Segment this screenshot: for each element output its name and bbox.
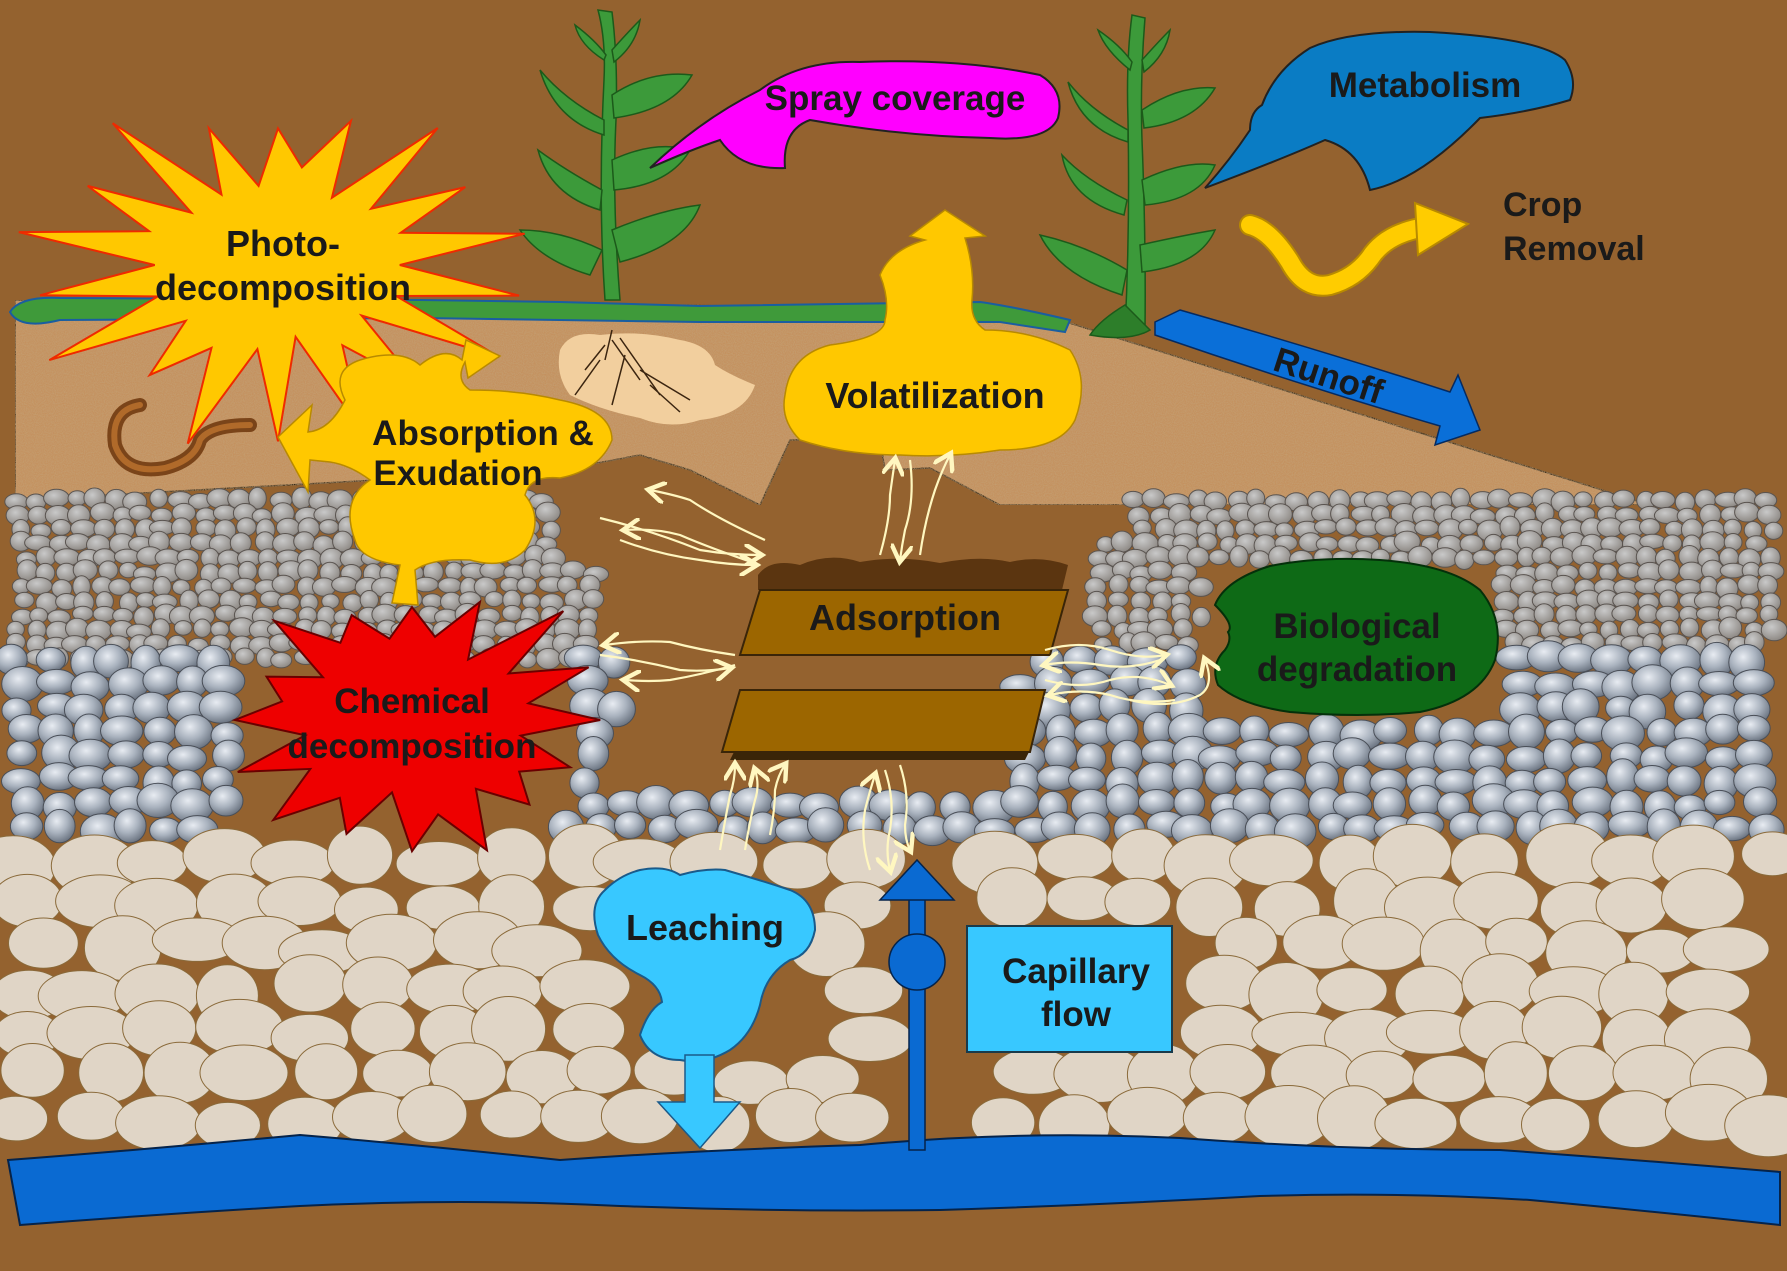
photo-decomposition-label-line1: Photo- — [226, 223, 340, 264]
leaching-label: Leaching — [626, 907, 784, 948]
biological-degradation-label-line1: Biological — [1273, 607, 1440, 646]
crop-removal-label-line1: Crop — [1503, 186, 1582, 224]
absorption-exudation-label-line1: Absorption & — [372, 414, 594, 453]
metabolism-label: Metabolism — [1329, 66, 1522, 105]
crop-removal-arrow — [1250, 203, 1468, 286]
volatilization-label: Volatilization — [825, 375, 1044, 416]
adsorption-slab-bottom — [722, 690, 1045, 760]
leaching-shape — [594, 868, 815, 1061]
biological-degradation-label-line2: degradation — [1257, 650, 1457, 689]
photo-decomposition-label-line2: decomposition — [155, 267, 411, 308]
metabolism-shape — [1205, 32, 1573, 190]
groundwater — [8, 1135, 1780, 1225]
absorption-exudation-label-line2: Exudation — [373, 454, 542, 493]
spray-coverage-label: Spray coverage — [765, 79, 1026, 118]
capillary-flow-label-line2: flow — [1041, 995, 1112, 1034]
chemical-decomposition-label-line1: Chemical — [334, 682, 490, 721]
crop-removal-label-line2: Removal — [1503, 230, 1645, 268]
capillary-flow-label-line1: Capillary — [1002, 952, 1150, 991]
chemical-decomposition-label-line2: decomposition — [288, 727, 537, 766]
cobble-layer — [0, 824, 1787, 1157]
adsorption-label: Adsorption — [809, 597, 1001, 638]
plant-right — [1040, 15, 1215, 338]
